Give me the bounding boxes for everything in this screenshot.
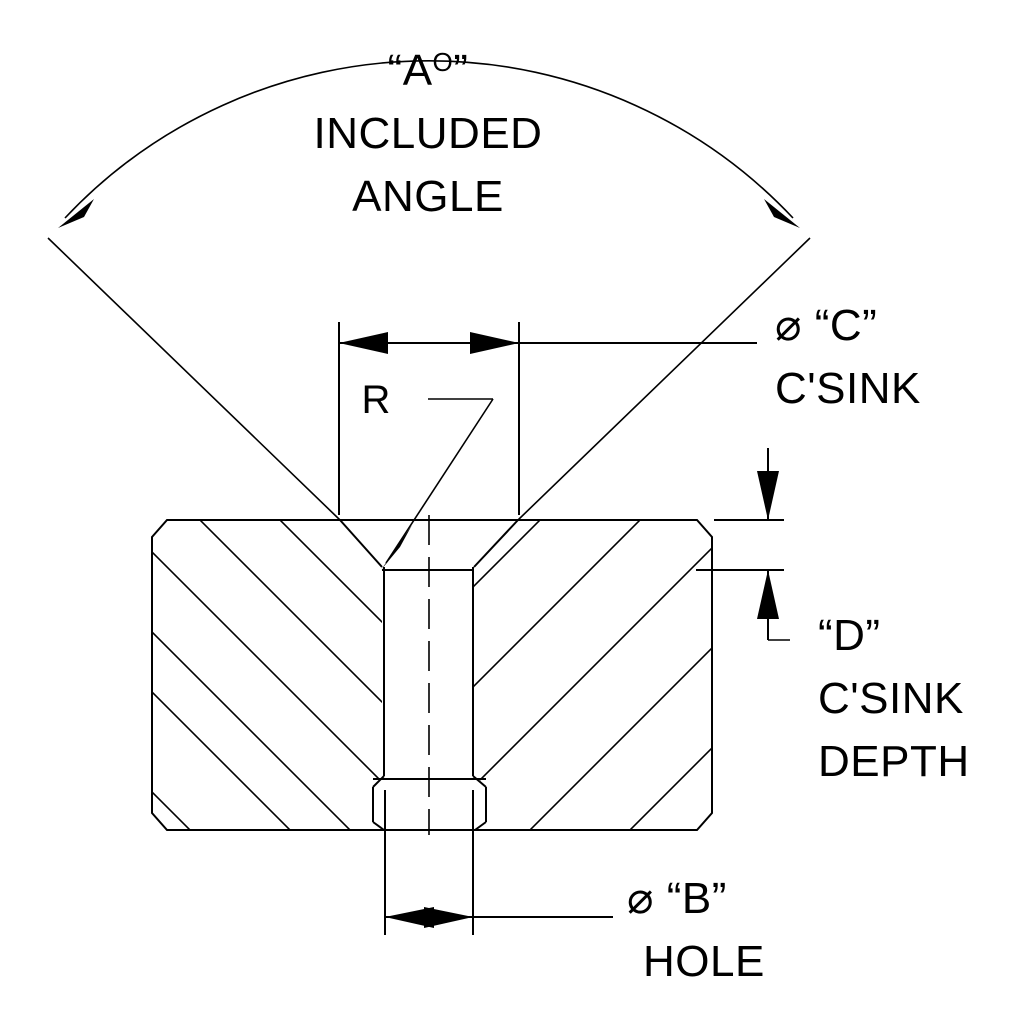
hole-diameter-dimension-group: [384, 790, 613, 935]
csink-depth-arrow-top: [757, 471, 779, 520]
included-angle-label-line1: “AO”: [388, 46, 469, 95]
radius-leader-group: [381, 398, 494, 570]
hole-diameter-label-line1: ⌀ “B”: [627, 874, 727, 923]
csink-depth-label: “D” C'SINK DEPTH: [818, 611, 970, 786]
csink-dim-arrow-right: [470, 332, 519, 354]
csink-dim-arrow-left: [339, 332, 388, 354]
angle-line-right: [517, 237, 811, 521]
included-angle-leader-lines: [47, 237, 811, 521]
csink-diameter-dimension-group: [338, 322, 757, 515]
radius-leader-diagonal: [385, 398, 494, 564]
included-angle-label-line3: ANGLE: [352, 172, 504, 221]
countersink-cone-left-face: [339, 519, 383, 568]
hole-diameter-label-line2: HOLE: [643, 937, 765, 986]
angle-line-left: [47, 237, 341, 521]
included-angle-arc-group: [58, 59, 800, 228]
csink-diameter-label-line2: C'SINK: [775, 364, 921, 413]
included-angle-left-arrowhead: [58, 199, 94, 228]
lower-bore-chamfer-right: [474, 821, 487, 831]
included-angle-right-arrowhead: [764, 199, 800, 228]
body-outline: [151, 519, 713, 831]
hole-bottom-step-right: [472, 775, 487, 788]
csink-depth-label-line3: DEPTH: [818, 737, 970, 786]
included-angle-label: “AO” INCLUDED ANGLE: [314, 46, 543, 221]
radius-leader-arrowhead: [381, 525, 412, 570]
csink-diameter-label: ⌀ “C” C'SINK: [775, 301, 921, 413]
included-angle-label-line2: INCLUDED: [314, 109, 543, 158]
included-angle-arc: [64, 59, 794, 219]
hole-dim-arrow-right: [424, 907, 473, 928]
csink-depth-label-line1: “D”: [818, 611, 881, 660]
section-hatching-left: [152, 520, 382, 830]
hole-bottom-step-left: [372, 775, 385, 788]
csink-depth-dimension-group: [696, 448, 790, 641]
csink-depth-label-line2: C'SINK: [818, 674, 964, 723]
lower-bore-chamfer-left: [372, 821, 385, 831]
csink-diameter-label-line1: ⌀ “C”: [775, 301, 877, 350]
countersink-cone-right-face: [473, 519, 519, 568]
section-hatching-right: [474, 520, 712, 830]
hole-diameter-label: ⌀ “B” HOLE: [627, 874, 765, 986]
csink-depth-arrow-bottom: [757, 570, 779, 619]
radius-label: R: [362, 378, 391, 422]
hole-dim-arrow-left: [385, 907, 434, 928]
